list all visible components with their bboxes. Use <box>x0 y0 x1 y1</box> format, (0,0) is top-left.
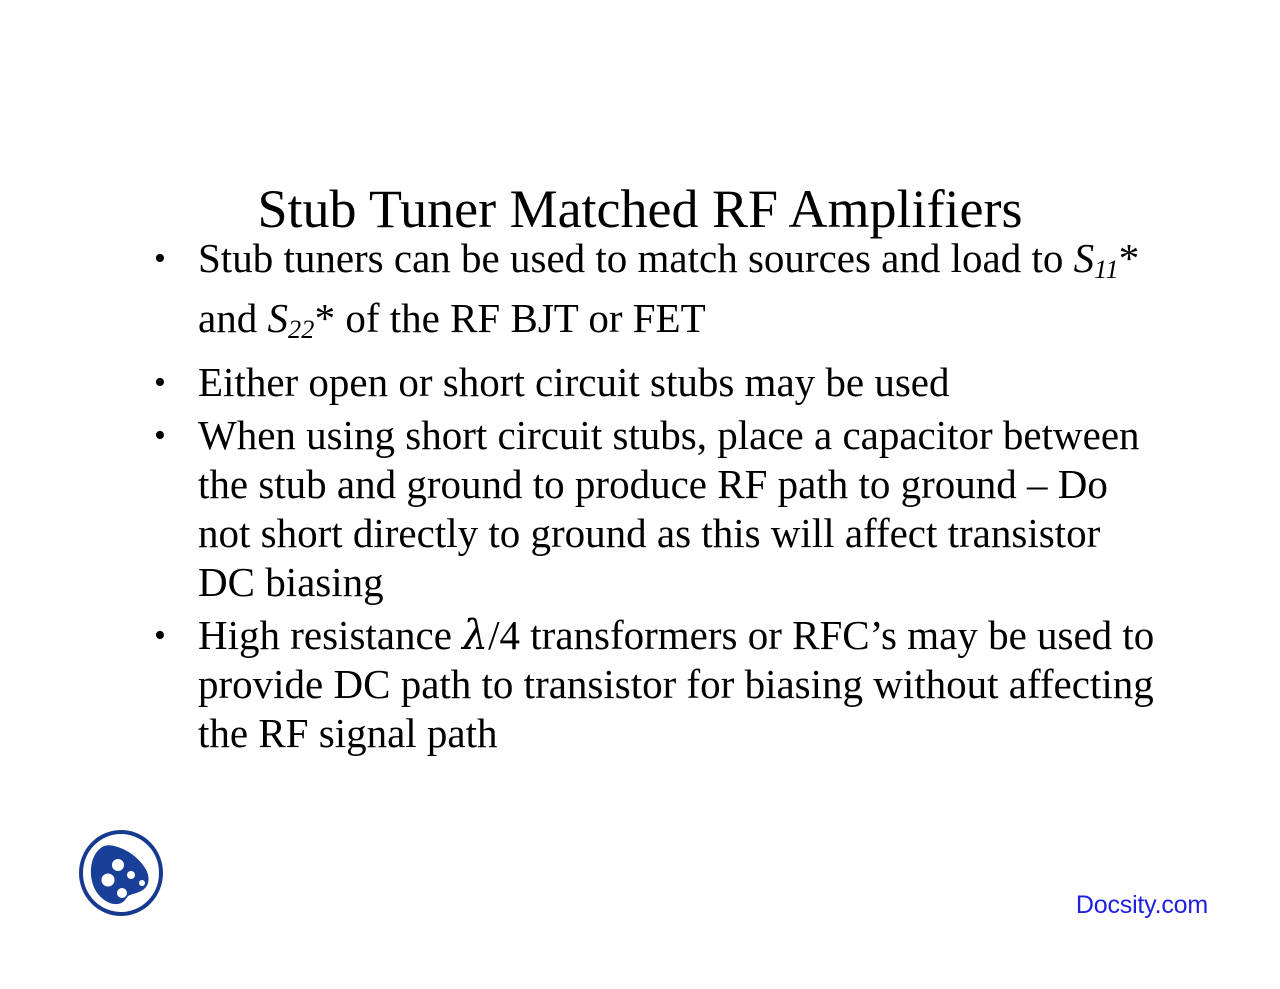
bullet-text-stub-tuners-match: Stub tuners can be used to match sources… <box>198 234 1160 354</box>
bullet-1-suffix: * of the RF BJT or FET <box>314 294 706 341</box>
docsity-logo-icon <box>76 828 166 918</box>
bullet-4-suffix: /4 transformers or RFC’s may be used to … <box>198 611 1155 756</box>
bullet-text-short-circuit-capacitor: When using short circuit stubs, place a … <box>198 411 1140 605</box>
bullet-list: • Stub tuners can be used to match sourc… <box>150 234 1160 762</box>
bullet-text-quarter-wave-rfc: High resistance λ/4 transformers or RFC’… <box>198 611 1160 758</box>
page-title: Stub Tuner Matched RF Amplifiers <box>257 179 1023 240</box>
bullet-1-prefix: Stub tuners can be used to match sources… <box>198 235 1074 281</box>
list-item: • Stub tuners can be used to match sourc… <box>150 234 1160 354</box>
s22-symbol: S22 <box>267 294 315 344</box>
bullet-1-mid: * and <box>198 235 1140 341</box>
docsity-wordmark[interactable]: Docsity.com <box>1075 891 1208 919</box>
lambda-symbol: λ <box>462 610 489 659</box>
list-item: • High resistance λ/4 transformers or RF… <box>150 611 1160 758</box>
s11-symbol: S11 <box>1073 235 1119 284</box>
list-item: • Either open or short circuit stubs may… <box>150 358 1160 407</box>
bullet-text-open-or-short: Either open or short circuit stubs may b… <box>198 358 950 405</box>
s11-base: S <box>1073 235 1095 281</box>
bullet-icon: • <box>154 616 166 654</box>
bullet-icon: • <box>154 416 166 454</box>
list-item: • When using short circuit stubs, place … <box>150 411 1160 607</box>
s11-subscript: 11 <box>1094 254 1119 284</box>
bullet-4-prefix: High resistance <box>198 611 463 658</box>
bullet-icon: • <box>154 240 166 277</box>
s22-subscript: 22 <box>287 314 315 344</box>
bullet-icon: • <box>154 363 166 401</box>
s22-base: S <box>267 294 288 341</box>
